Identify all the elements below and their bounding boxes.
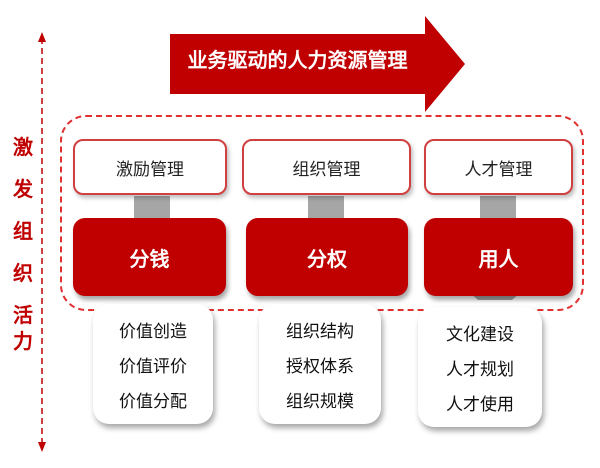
detail-item: 组织规模: [286, 391, 354, 412]
detail-item: 组织结构: [286, 321, 354, 342]
side-label-char: 发: [13, 177, 33, 201]
detail-box: 价值创造 价值评价 价值分配: [93, 304, 213, 424]
management-box: 激励管理: [73, 139, 227, 195]
title-arrow-shape: [170, 16, 465, 112]
side-label-char: 组: [13, 219, 33, 243]
detail-item: 文化建设: [446, 324, 514, 345]
detail-item: 价值分配: [119, 391, 187, 412]
side-label-char: 力: [13, 329, 33, 353]
management-box: 组织管理: [242, 139, 411, 195]
side-label-char: 激: [13, 135, 33, 159]
vertical-double-arrow: [38, 32, 46, 452]
side-label-char: 织: [13, 261, 33, 285]
detail-item: 价值创造: [119, 321, 187, 342]
core-box: 分权: [246, 218, 408, 296]
core-box: 分钱: [73, 218, 226, 296]
detail-item: 人才使用: [446, 394, 514, 415]
detail-box: 组织结构 授权体系 组织规模: [259, 304, 381, 424]
detail-item: 授权体系: [286, 356, 354, 377]
title-text: 业务驱动的人力资源管理: [187, 48, 408, 72]
detail-box: 文化建设 人才规划 人才使用: [418, 307, 542, 427]
core-box: 用人: [424, 218, 573, 296]
detail-item: 价值评价: [119, 356, 187, 377]
detail-item: 人才规划: [446, 359, 514, 380]
arrow-down-icon: [38, 442, 46, 452]
arrow-up-icon: [38, 32, 46, 42]
management-box: 人才管理: [424, 139, 573, 195]
side-label-char: 活: [13, 303, 33, 327]
